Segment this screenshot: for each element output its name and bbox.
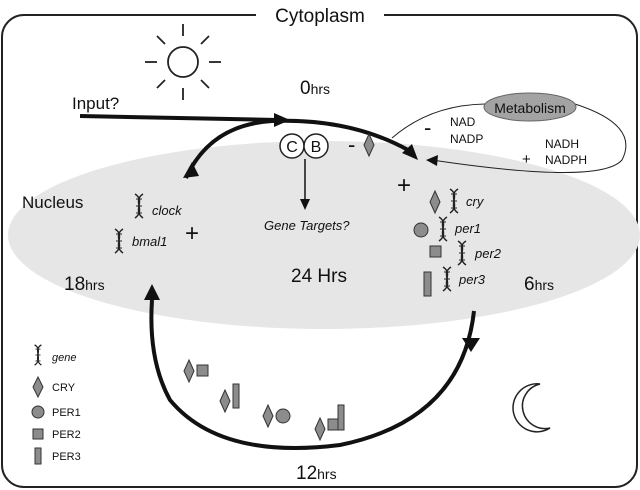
nadph-label: NADPH bbox=[545, 153, 587, 167]
legend-label-per2: PER2 bbox=[52, 429, 81, 441]
legend-per3-swatch bbox=[34, 447, 42, 465]
metabolism-label: Metabolism bbox=[494, 100, 566, 116]
per2-protein bbox=[429, 245, 442, 258]
time-label-0hrs: 0hrs bbox=[300, 78, 330, 99]
per3-protein bbox=[423, 271, 432, 297]
nadh-label: NADH bbox=[545, 137, 579, 151]
sun-icon bbox=[145, 24, 221, 100]
legend-label-per3: PER3 bbox=[52, 451, 81, 463]
cry-gene-label: cry bbox=[466, 194, 485, 209]
legend-per1-swatch bbox=[31, 405, 45, 419]
cycle-arrow-lower-mid-head bbox=[462, 338, 480, 352]
legend-label-gene: gene bbox=[52, 352, 76, 364]
legend-cry-swatch bbox=[32, 375, 44, 399]
diagram-title: Cytoplasm bbox=[275, 6, 365, 27]
protein-group-cry-per1 bbox=[262, 403, 291, 429]
metabolism-node bbox=[483, 92, 577, 122]
bmal-protein-letter: B bbox=[311, 139, 322, 156]
plus-sign-metabolism: + bbox=[522, 151, 531, 168]
plus-sign-activation-right: + bbox=[397, 172, 411, 199]
cry-protein bbox=[429, 189, 441, 215]
per1-protein bbox=[413, 222, 429, 238]
nad-label: NAD bbox=[450, 115, 476, 129]
gene-target-arrow-head bbox=[300, 199, 310, 210]
protein-group-cry-per3 bbox=[219, 383, 240, 414]
svg-text:18hrs: 18hrs bbox=[64, 274, 105, 295]
protein-group-cry-per2 bbox=[183, 358, 209, 384]
metabolism-loop-top bbox=[391, 103, 486, 139]
nucleus-label: Nucleus bbox=[22, 193, 83, 212]
minus-sign-feedback: - bbox=[348, 132, 355, 157]
metabolism-loop-bottom bbox=[431, 103, 627, 173]
nadp-label: NADP bbox=[450, 132, 483, 146]
input-label: Input? bbox=[72, 94, 119, 113]
nucleus-region bbox=[8, 141, 640, 329]
gene-targets-label: Gene Targets? bbox=[264, 218, 350, 233]
time-label-12hrs: 12hrs bbox=[296, 463, 337, 484]
cycle-arrow-lower bbox=[149, 299, 476, 450]
metabolism-arrow-head bbox=[426, 155, 438, 166]
clock-bmal-complex: C B bbox=[279, 133, 329, 159]
cry-protein-feedback bbox=[363, 132, 375, 158]
per3-gene-label: per3 bbox=[458, 272, 486, 287]
protein-group-cry-per2-per3 bbox=[314, 404, 345, 442]
cycle-arrow-upper-head bbox=[402, 144, 418, 160]
minus-sign-metabolism: - bbox=[424, 115, 431, 140]
svg-text:6hrs: 6hrs bbox=[524, 274, 554, 295]
plus-sign-activation-left: + bbox=[185, 220, 199, 247]
input-arrow-shaft bbox=[79, 114, 279, 122]
cycle-arrow-upper bbox=[184, 118, 409, 179]
bmal-protein-circle bbox=[303, 133, 329, 159]
cycle-arrow-upper-tail bbox=[183, 162, 199, 178]
per1-gene-label: per1 bbox=[454, 221, 481, 236]
cycle-arrow-lower-head bbox=[144, 284, 160, 300]
legend: gene CRY PER1 PER2 PER3 bbox=[31, 344, 81, 465]
bmal1-gene-label: bmal1 bbox=[132, 234, 167, 249]
legend-per2-swatch bbox=[32, 428, 44, 440]
clock-protein-letter: C bbox=[286, 139, 298, 156]
clock-gene-label: clock bbox=[152, 203, 183, 218]
moon-icon bbox=[512, 383, 551, 433]
time-label-6hrs: 6hrs bbox=[524, 274, 554, 295]
legend-label-per1: PER1 bbox=[52, 407, 81, 419]
svg-text:0hrs: 0hrs bbox=[300, 78, 330, 99]
legend-label-cry: CRY bbox=[52, 382, 76, 394]
per2-gene-label: per2 bbox=[474, 246, 502, 261]
title-backdrop bbox=[256, 4, 384, 28]
center-period-label: 24 Hrs bbox=[291, 266, 347, 287]
time-label-18hrs: 18hrs bbox=[64, 274, 105, 295]
svg-text:12hrs: 12hrs bbox=[296, 463, 337, 484]
